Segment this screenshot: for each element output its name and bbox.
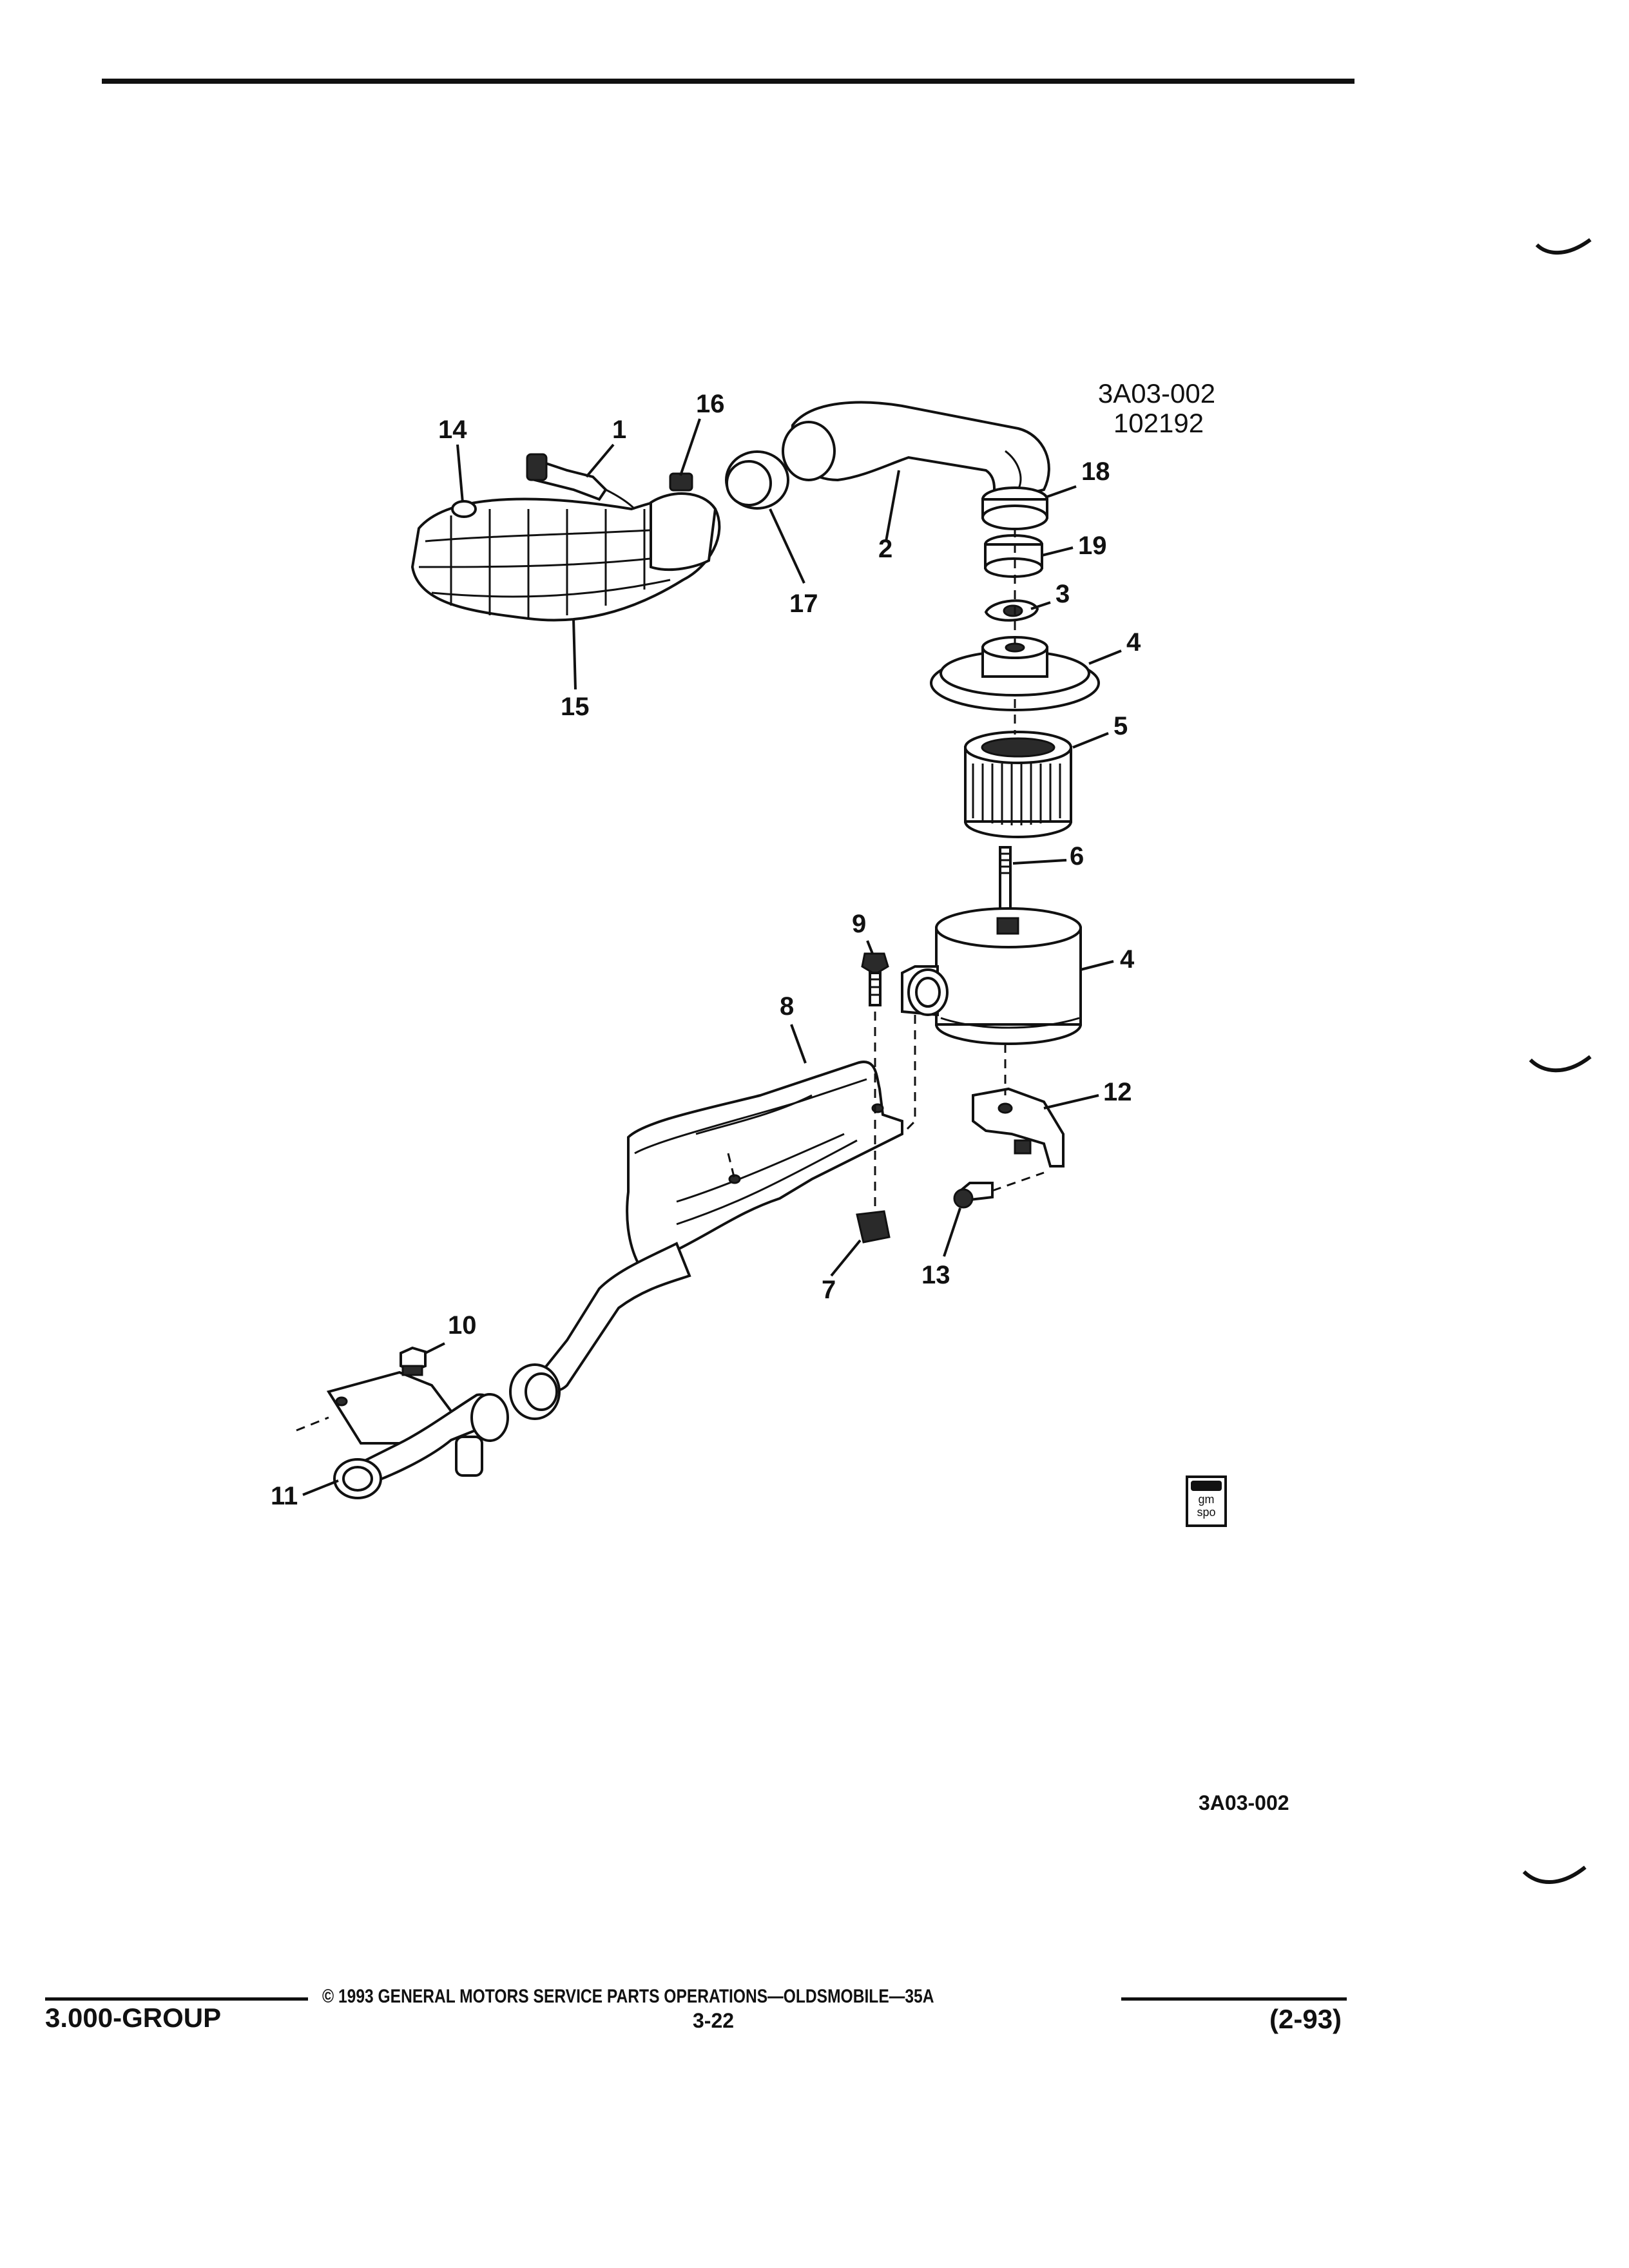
callout-9: 9 xyxy=(852,910,866,938)
alignment-line xyxy=(296,1416,329,1432)
intake-duct-part-15 xyxy=(410,492,721,622)
wing-nut-part-3 xyxy=(984,599,1039,622)
bolt-part-10 xyxy=(400,1346,427,1376)
binding-mark xyxy=(1528,1055,1592,1073)
callout-3: 3 xyxy=(1055,580,1070,608)
callout-1: 1 xyxy=(612,416,626,444)
bolt-part-13 xyxy=(953,1182,994,1209)
sensor-part-1 xyxy=(526,453,636,510)
callout-4-lid: 4 xyxy=(1126,628,1141,657)
filter-part-5 xyxy=(964,731,1072,838)
logo-text-spo: spo xyxy=(1197,1506,1216,1519)
callout-2: 2 xyxy=(878,535,892,563)
callout-11: 11 xyxy=(271,1482,298,1510)
leader-lines xyxy=(302,418,1122,1496)
bracket-part-12 xyxy=(972,1087,1065,1168)
pipe-assembly-part-11 xyxy=(326,1370,509,1499)
footer-rule-right xyxy=(1121,1997,1347,2001)
callout-18: 18 xyxy=(1081,457,1110,486)
resonator-part-8 xyxy=(539,1061,903,1392)
callout-4-housing: 4 xyxy=(1120,945,1135,974)
callout-17: 17 xyxy=(789,590,818,618)
stud-part-6 xyxy=(994,846,1017,919)
callout-16: 16 xyxy=(696,390,725,418)
callout-8: 8 xyxy=(780,992,794,1021)
callout-12: 12 xyxy=(1103,1078,1132,1106)
hose-connector xyxy=(509,1363,561,1420)
footer-rule-left xyxy=(45,1997,308,2001)
figure-date: 102192 xyxy=(1113,408,1204,438)
footer-date: (2-93) xyxy=(1269,2004,1342,2034)
gm-spo-logo: gm spo xyxy=(1186,1475,1227,1527)
figure-code: 3A03-002 xyxy=(1097,378,1216,408)
lid-part-4 xyxy=(930,636,1100,711)
sleeve-part-19 xyxy=(984,534,1043,578)
binding-mark xyxy=(1535,238,1592,255)
alignment-line xyxy=(727,1153,736,1180)
clamp-part-16 xyxy=(669,472,693,492)
clamp-part-18 xyxy=(981,486,1048,530)
elbow-duct-part-2 xyxy=(782,401,1050,505)
logo-band xyxy=(1191,1481,1222,1491)
alignment-line xyxy=(901,1015,916,1135)
callout-10: 10 xyxy=(448,1311,477,1340)
bolt-part-9 xyxy=(861,952,889,1006)
footer-group: 3.000-GROUP xyxy=(45,2003,222,2033)
logo-text-gm: gm xyxy=(1198,1493,1215,1506)
alignment-line xyxy=(992,1171,1045,1192)
callout-14: 14 xyxy=(438,416,467,444)
footer-copyright: © 1993 GENERAL MOTORS SERVICE PARTS OPER… xyxy=(322,1986,934,2007)
housing-part-4 xyxy=(901,907,1082,1045)
callout-19: 19 xyxy=(1078,532,1107,560)
callout-5: 5 xyxy=(1113,712,1128,740)
footer-page-number: 3-22 xyxy=(693,2009,735,2032)
callout-15: 15 xyxy=(561,693,590,721)
header-rule xyxy=(102,79,1354,84)
callout-7: 7 xyxy=(822,1276,836,1304)
coupler-part-17 xyxy=(725,450,789,510)
clip-nut-part-7 xyxy=(856,1210,891,1244)
callout-13: 13 xyxy=(921,1261,950,1289)
binding-mark xyxy=(1522,1865,1586,1884)
footer-figure-code: 3A03-002 xyxy=(1199,1791,1289,1814)
callout-6: 6 xyxy=(1070,842,1084,870)
